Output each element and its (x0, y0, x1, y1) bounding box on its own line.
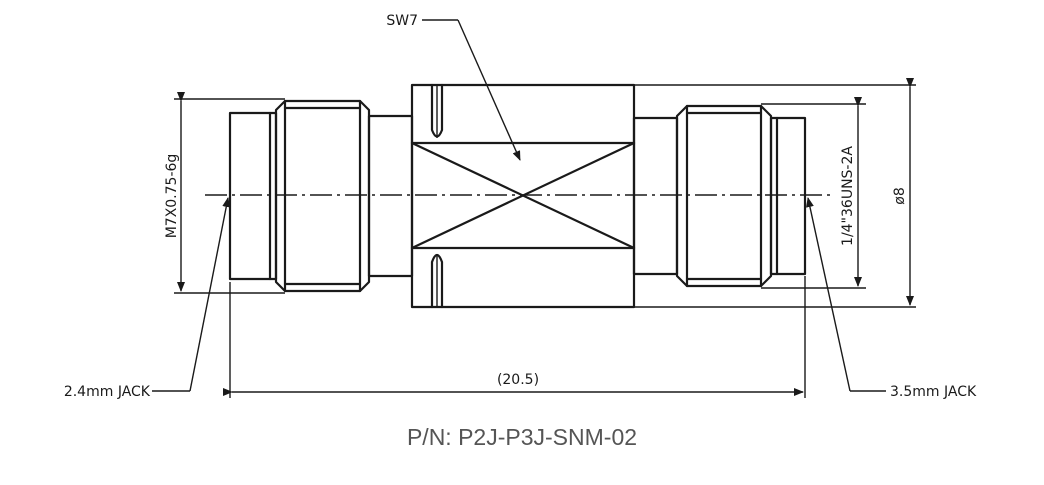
diameter-dimension: ø8 (634, 78, 916, 308)
right-jack-label: 3.5mm JACK (890, 384, 977, 400)
part-number: P/N: P2J-P3J-SNM-02 (407, 424, 637, 450)
left-thread-dimension: M7X0.75-6g (164, 92, 285, 294)
left-jack-label: 2.4mm JACK (64, 384, 151, 400)
left-thread-label: M7X0.75-6g (164, 154, 180, 239)
sw-label: SW7 (386, 13, 418, 29)
right-coupling-nut (675, 104, 773, 288)
right-jack-body (769, 116, 807, 276)
right-jack-callout: 3.5mm JACK (806, 197, 977, 400)
length-label: (20.5) (497, 372, 539, 388)
left-jack-body (228, 111, 278, 281)
left-jack-callout: 2.4mm JACK (64, 197, 231, 400)
length-dimension: (20.5) (223, 276, 806, 398)
sw-callout: SW7 (386, 13, 521, 161)
right-neck (632, 116, 679, 276)
left-coupling-nut (274, 99, 371, 293)
hex-body (410, 83, 636, 309)
right-thread-label: 1/4"36UNS-2A (840, 146, 856, 246)
diameter-label: ø8 (892, 187, 908, 204)
right-thread-dimension: 1/4"36UNS-2A (761, 97, 866, 289)
left-neck (367, 114, 414, 278)
